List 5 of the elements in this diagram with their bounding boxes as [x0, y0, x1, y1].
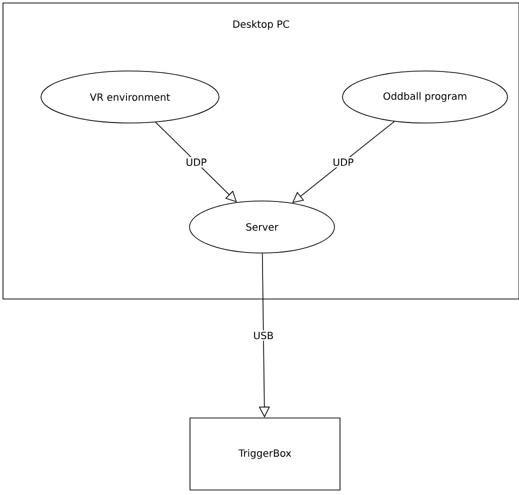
- device-box: TriggerBox: [190, 418, 340, 490]
- arrow: [292, 121, 395, 203]
- edge-label: UDP: [331, 157, 356, 168]
- edge-label: UDP: [184, 157, 208, 168]
- edge-label: USB: [252, 330, 276, 341]
